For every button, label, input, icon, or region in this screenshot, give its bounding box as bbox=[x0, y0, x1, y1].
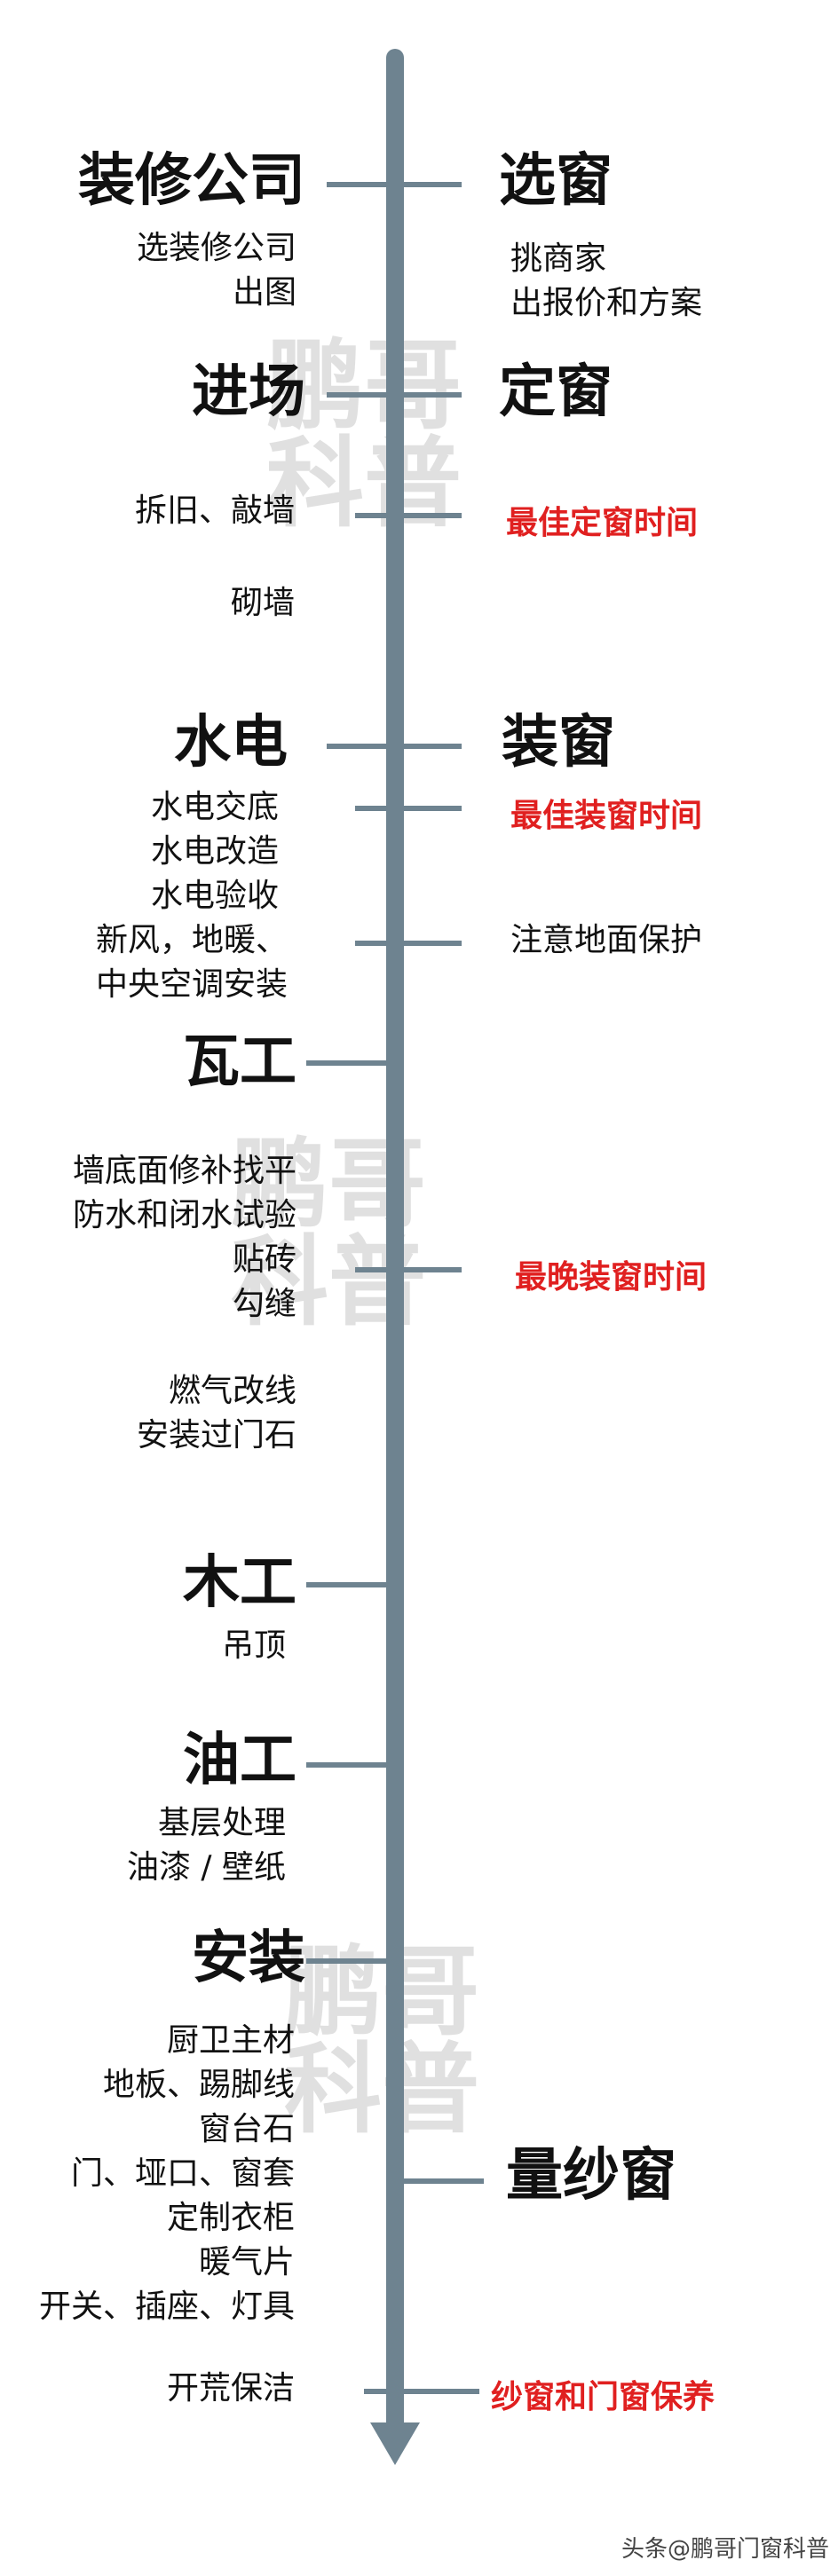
item-base-treatment: 基层处理 bbox=[157, 1805, 286, 1841]
tick-stage-1 bbox=[327, 182, 462, 187]
tick-stage-2 bbox=[327, 392, 462, 398]
footer-credit: 头条@鹏哥门窗科普 bbox=[621, 2536, 830, 2563]
tick-stage-5 bbox=[306, 1582, 395, 1587]
item-custom-wardrobe: 定制衣柜 bbox=[166, 2200, 295, 2236]
stage-select-window: 选窗 bbox=[499, 148, 613, 214]
tick-floor-protect bbox=[355, 941, 462, 946]
item-flooring-skirting: 地板、踢脚线 bbox=[102, 2067, 295, 2103]
item-tiling: 贴砖 bbox=[232, 1241, 296, 1278]
stage-installation: 安装 bbox=[192, 1926, 305, 1991]
item-plumbing-acceptance: 水电验收 bbox=[150, 878, 279, 914]
item-switch-socket-lamp: 开关、插座、灯具 bbox=[38, 2288, 295, 2325]
stage-measure-screen: 量纱窗 bbox=[506, 2143, 676, 2209]
item-wall-floor-leveling: 墙底面修补找平 bbox=[72, 1153, 296, 1189]
label-latest-install-time: 最晚装窗时间 bbox=[515, 1259, 708, 1296]
stage-decoration-company: 装修公司 bbox=[78, 148, 305, 214]
item-demolish: 拆旧、敲墙 bbox=[134, 492, 295, 529]
tick-best-install bbox=[355, 806, 462, 811]
item-plumbing-briefing: 水电交底 bbox=[150, 789, 279, 825]
item-quote-plan: 出报价和方案 bbox=[510, 285, 703, 321]
tick-stage-7 bbox=[306, 1958, 395, 1964]
item-kitchen-bath-materials: 厨卫主材 bbox=[166, 2022, 295, 2059]
item-window-sill-stone: 窗台石 bbox=[198, 2111, 295, 2147]
tick-measure-screen bbox=[395, 2178, 484, 2184]
item-draw-plan: 出图 bbox=[232, 274, 296, 311]
stage-order-window: 定窗 bbox=[499, 359, 613, 425]
stage-install-window: 装窗 bbox=[502, 710, 615, 776]
item-door-frame: 门、垭口、窗套 bbox=[70, 2155, 295, 2192]
label-best-order-time: 最佳定窗时间 bbox=[506, 505, 699, 541]
item-build-wall: 砌墙 bbox=[230, 585, 295, 621]
item-pick-vendor: 挑商家 bbox=[510, 240, 607, 277]
stage-carpentry: 木工 bbox=[183, 1550, 296, 1616]
item-central-ac-install: 中央空调安装 bbox=[95, 966, 288, 1003]
item-choose-company: 选装修公司 bbox=[136, 230, 296, 266]
stage-entry: 进场 bbox=[192, 359, 305, 425]
timeline-arrow-head bbox=[370, 2422, 420, 2465]
label-maintenance: 纱窗和门窗保养 bbox=[491, 2379, 715, 2415]
item-fresh-air-floor-heating: 新风，地暖、 bbox=[95, 922, 288, 958]
stage-plumbing-electric: 水电 bbox=[174, 710, 288, 776]
stage-tiling: 瓦工 bbox=[183, 1029, 296, 1095]
stage-painting: 油工 bbox=[183, 1728, 296, 1793]
tick-maintain bbox=[364, 2389, 479, 2394]
item-grouting: 勾缝 bbox=[232, 1286, 296, 1322]
item-gas-rerouting: 燃气改线 bbox=[168, 1373, 296, 1409]
timeline-axis bbox=[386, 49, 404, 2445]
tick-latest-install bbox=[355, 1267, 462, 1272]
tick-stage-3 bbox=[327, 744, 462, 749]
label-floor-protection: 注意地面保护 bbox=[510, 922, 703, 958]
tick-stage-4 bbox=[306, 1060, 395, 1066]
tick-stage-6 bbox=[306, 1762, 395, 1768]
item-radiator: 暖气片 bbox=[198, 2244, 295, 2281]
item-waterproof-test: 防水和闭水试验 bbox=[72, 1197, 296, 1233]
item-final-cleaning: 开荒保洁 bbox=[166, 2370, 295, 2407]
label-best-install-time: 最佳装窗时间 bbox=[510, 798, 703, 834]
item-threshold-stone: 安装过门石 bbox=[136, 1417, 296, 1453]
item-plumbing-renovation: 水电改造 bbox=[150, 833, 279, 870]
item-paint-wallpaper: 油漆 / 壁纸 bbox=[126, 1849, 286, 1886]
item-ceiling: 吊顶 bbox=[221, 1627, 286, 1664]
tick-best-order bbox=[355, 513, 462, 518]
